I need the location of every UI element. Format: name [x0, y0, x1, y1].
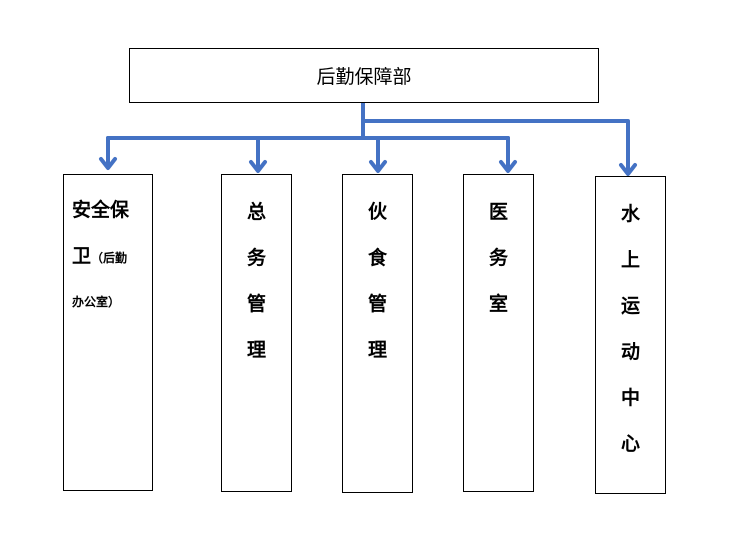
- arrow-head-4: [499, 160, 517, 173]
- security-label-line2: 卫（后勤: [72, 233, 129, 279]
- arrow-head-2: [249, 160, 267, 173]
- label-char: 理: [246, 339, 266, 361]
- dept-node-general-affairs-label: 总务管理: [222, 189, 291, 373]
- dept-node-general-affairs: 总务管理: [221, 174, 292, 492]
- arrow-head-3: [369, 160, 387, 173]
- label-char: 食: [367, 247, 387, 269]
- label-char: 总: [246, 201, 266, 223]
- dept-node-water-sports-center-label: 水上运动中心: [596, 191, 665, 467]
- dept-node-catering-label: 伙食管理: [343, 189, 412, 373]
- label-char: 务: [246, 247, 266, 269]
- dept-node-catering: 伙食管理: [342, 174, 413, 493]
- security-label-line1: 安全保: [72, 199, 130, 221]
- label-char: 运: [620, 295, 640, 317]
- security-label-line2-note: （后勤: [91, 251, 128, 265]
- label-char: 心: [620, 433, 640, 455]
- arrow-head-1: [99, 157, 117, 170]
- label-char: 中: [620, 387, 640, 409]
- root-node-logistics-department: 后勤保障部: [129, 48, 599, 103]
- label-char: 室: [488, 293, 508, 315]
- connector-branch-right: [361, 119, 630, 175]
- arrow-head-5: [619, 163, 637, 176]
- dept-node-security-label: 安全保 卫（后勤 办公室）: [72, 187, 129, 325]
- label-char: 务: [488, 247, 508, 269]
- label-char: 管: [246, 293, 266, 315]
- label-char: 理: [367, 339, 387, 361]
- root-node-label: 后勤保障部: [316, 66, 412, 88]
- label-char: 医: [488, 201, 508, 223]
- security-label-line2-main: 卫: [72, 245, 92, 267]
- label-char: 动: [620, 341, 640, 363]
- label-char: 水: [620, 203, 640, 225]
- label-char: 上: [620, 249, 640, 271]
- dept-node-clinic: 医务室: [463, 174, 534, 492]
- dept-node-security: 安全保 卫（后勤 办公室）: [63, 174, 153, 491]
- label-char: 管: [367, 293, 387, 315]
- dept-node-water-sports-center: 水上运动中心: [595, 176, 666, 494]
- security-label-line3: 办公室）: [72, 295, 121, 309]
- label-char: 伙: [367, 201, 387, 223]
- dept-node-clinic-label: 医务室: [464, 189, 533, 327]
